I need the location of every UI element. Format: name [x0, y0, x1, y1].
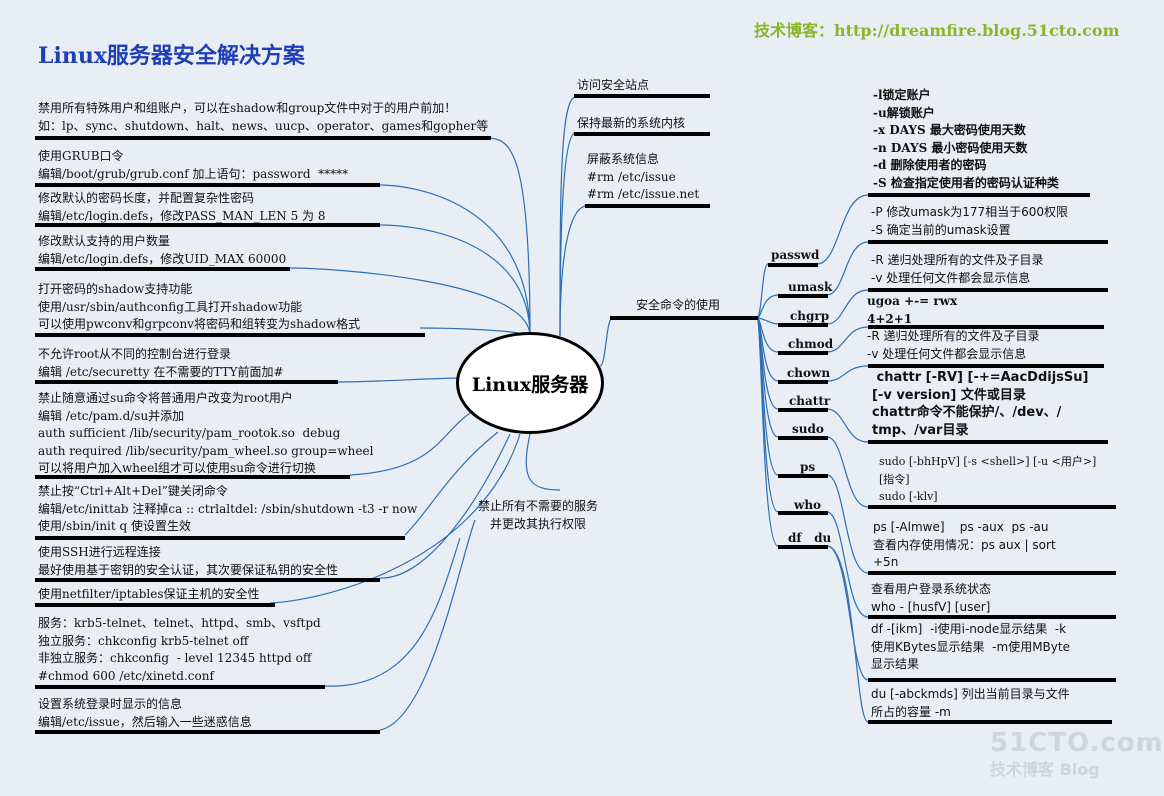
branch-kernel: 保持最新的系统内核 — [577, 116, 686, 130]
cmd-chown: chown — [787, 366, 831, 380]
underline — [868, 678, 1116, 682]
underline — [610, 316, 758, 320]
left-item: 打开密码的shadow支持功能 使用/usr/sbin/authconfig工具… — [38, 282, 361, 331]
cmd-ps: ps — [800, 460, 816, 474]
underline — [35, 475, 350, 479]
underline — [868, 240, 1108, 244]
underline — [868, 571, 1116, 575]
left-item: 不允许root从不同的控制台进行登录 编辑 /etc/securetty 在不需… — [38, 347, 284, 379]
watermark-sub: 技术博客 Blog — [990, 760, 1100, 779]
underline — [778, 545, 828, 549]
desc-sudo: sudo [-bhHpV] [-s <shell>] [-u <用户>] [指令… — [879, 455, 1097, 503]
underline — [868, 720, 1112, 724]
left-item: 禁用所有特殊用户和组账户，可以在shadow和group文件中对于的用户前加！ … — [38, 101, 489, 133]
center-node: Linux服务器 — [456, 332, 604, 434]
left-item: 修改默认支持的用户数量 编辑/etc/login.defs，修改UID_MAX … — [38, 234, 287, 266]
underline — [868, 325, 1104, 329]
underline — [778, 294, 828, 298]
underline — [868, 440, 1108, 444]
left-item: 设置系统登录时显示的信息 编辑/etc/issue，然后输入一些迷惑信息 — [38, 697, 252, 729]
underline — [778, 323, 828, 327]
desc-ps: ps [-Almwe] ps -aux ps -au 查看内存使用情况：ps a… — [873, 520, 1056, 569]
desc-who: 查看用户登录系统状态 who - [husfV] [user] — [871, 582, 992, 614]
underline — [778, 474, 828, 478]
cmd-passwd: passwd — [771, 248, 820, 262]
connector-lines — [269, 96, 869, 731]
cmd-chgrp: chgrp — [790, 309, 830, 323]
cmd-sudo: sudo — [792, 422, 824, 436]
left-item: 禁止按“Ctrl+Alt+Del”键关闭命令 编辑/etc/inittab 注释… — [38, 484, 418, 533]
cmd-chmod: chmod — [788, 337, 834, 351]
underline — [778, 380, 828, 384]
cmd-umask: umask — [788, 280, 833, 294]
underline — [778, 436, 828, 440]
desc-umask: -P 修改umask为177相当于600权限 -S 确定当前的umask设置 — [871, 205, 1069, 237]
underline — [574, 132, 710, 136]
page-title: Linux服务器安全解决方案 — [38, 43, 305, 69]
underline — [868, 615, 1116, 619]
desc-chmod: ugoa +-= rwx 4+2+1 — [867, 294, 958, 326]
watermark-logo: 51CTO.com 技术博客 Blog — [990, 728, 1164, 780]
underline — [35, 603, 275, 607]
underline — [35, 380, 338, 384]
left-item: 使用SSH进行远程连接 最好使用基于密钥的安全认证，其次要保证私钥的安全性 — [38, 545, 339, 577]
cmd-who: who — [794, 498, 822, 512]
mindmap-canvas: Linux服务器安全解决方案 技术博客：http://dreamfire.blo… — [35, 21, 1163, 779]
underline — [768, 263, 818, 267]
blog-url: 技术博客：http://dreamfire.blog.51cto.com — [754, 21, 1120, 40]
desc-df: df -[ikm] -i使用i-node显示结果 -k 使用KBytes显示结果… — [871, 622, 1070, 671]
left-item: 禁止随意通过su命令将普通用户改变为root用户 编辑 /etc/pam.d/s… — [38, 391, 374, 475]
underline — [35, 183, 380, 187]
underline — [574, 94, 710, 98]
underline — [35, 536, 405, 540]
left-item: 修改默认的密码长度，并配置复杂性密码 编辑/etc/login.defs，修改P… — [38, 191, 326, 223]
cmd-df-du: df du — [788, 531, 832, 545]
branch-security-commands: 安全命令的使用 — [636, 298, 721, 312]
underline — [35, 223, 380, 227]
underline — [868, 288, 1108, 292]
watermark-brand: 51CTO.com — [990, 728, 1164, 758]
branch-safe-sites: 访问安全站点 — [577, 78, 650, 92]
desc-chgrp: -R 递归处理所有的文件及子目录 -v 处理任何文件都会显示信息 — [871, 253, 1044, 285]
left-item: 使用netfilter/iptables保证主机的安全性 — [38, 587, 260, 601]
left-item: 服务：krb5-telnet、telnet、httpd、smb、vsftpd 独… — [38, 616, 321, 683]
desc-chown: -R 递归处理所有的文件及子目录 -v 处理任何文件都会显示信息 — [867, 329, 1040, 361]
underline — [868, 505, 1116, 509]
left-item: 使用GRUB口令 编辑/boot/grub/grub.conf 加上语句：pas… — [38, 149, 349, 181]
underline — [868, 364, 1104, 368]
underline — [778, 511, 828, 515]
desc-chattr: chattr [-RV] [-+=AacDdijsSu] [-v version… — [872, 370, 1089, 438]
underline — [35, 267, 290, 271]
underline — [35, 136, 491, 140]
desc-du: du [-abckmds] 列出当前目录与文件 所占的容量 -m — [871, 687, 1070, 719]
cmd-chattr: chattr — [789, 394, 831, 408]
underline — [778, 408, 828, 412]
underline — [35, 685, 325, 689]
underline — [778, 351, 828, 355]
underline — [35, 730, 380, 734]
underline — [35, 333, 425, 337]
underline — [585, 204, 710, 208]
desc-passwd: -l锁定账户 -u解锁账户 -x DAYS 最大密码使用天数 -n DAYS 最… — [873, 88, 1059, 190]
underline — [35, 578, 380, 582]
underline — [868, 193, 1090, 197]
branch-disable-services: 禁止所有不需要的服务 并更改其执行权限 — [478, 499, 599, 531]
branch-hide-info: 屏蔽系统信息 #rm /etc/issue #rm /etc/issue.net — [587, 152, 700, 201]
